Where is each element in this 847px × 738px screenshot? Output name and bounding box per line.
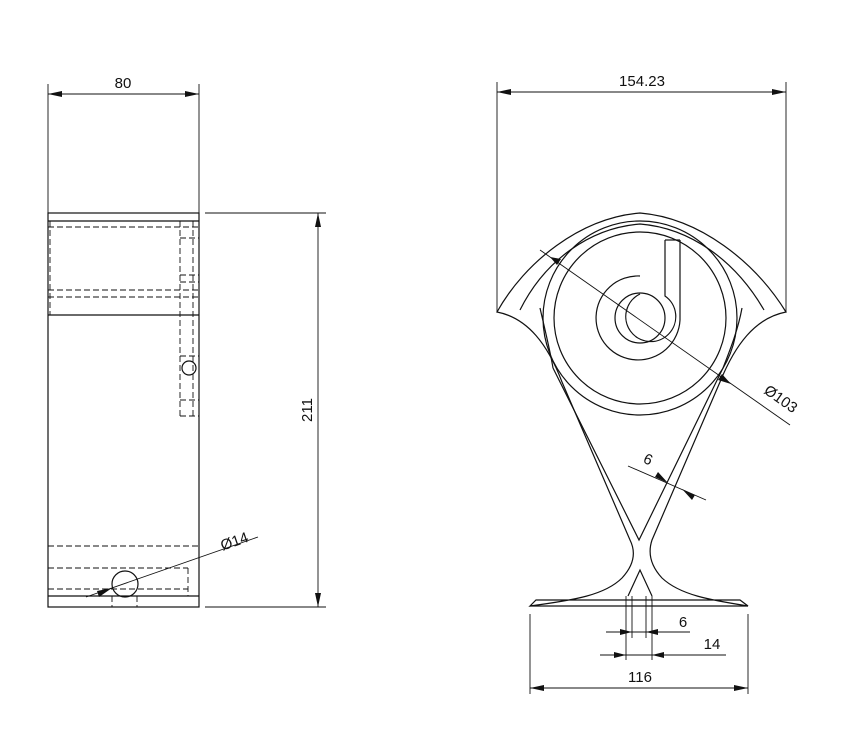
dim-slot-width: 6 xyxy=(606,614,690,635)
dim-front-width: 154.23 xyxy=(496,73,787,312)
outer-ring xyxy=(542,220,738,416)
dim-slot-outer: 14 xyxy=(600,636,726,658)
center-bore xyxy=(614,292,666,344)
inner-ring xyxy=(553,231,727,405)
dim-side-width: 80 xyxy=(47,75,200,213)
side-pin-circle xyxy=(181,360,197,376)
side-hole-circle xyxy=(111,570,139,598)
dim-side-hole-label: Ø14 xyxy=(218,529,250,554)
front-profile-outline xyxy=(496,212,787,607)
side-view xyxy=(47,212,200,608)
dim-front-width-label: 154.23 xyxy=(619,73,665,90)
front-inner-rib xyxy=(552,367,724,542)
dim-base-width-label: 116 xyxy=(628,669,652,686)
dim-slot-outer-label: 14 xyxy=(704,636,721,653)
dim-ring-dia-label: Ø103 xyxy=(761,382,801,417)
dim-rib-thickness: 6 xyxy=(627,450,707,501)
spiral-outer xyxy=(595,240,681,361)
front-view xyxy=(496,212,787,660)
slot-triangle xyxy=(627,568,653,597)
front-inner-arc xyxy=(519,223,765,311)
dim-side-width-label: 80 xyxy=(115,75,132,92)
dim-slot-width-label: 6 xyxy=(679,614,687,631)
dim-base-width: 116 xyxy=(529,614,749,694)
dim-side-height-label: 211 xyxy=(299,398,316,422)
spiral-inner xyxy=(625,240,677,343)
dim-side-height: 211 xyxy=(205,212,326,608)
dim-rib-thickness-label: 6 xyxy=(641,450,656,469)
side-view-outline xyxy=(47,212,200,608)
